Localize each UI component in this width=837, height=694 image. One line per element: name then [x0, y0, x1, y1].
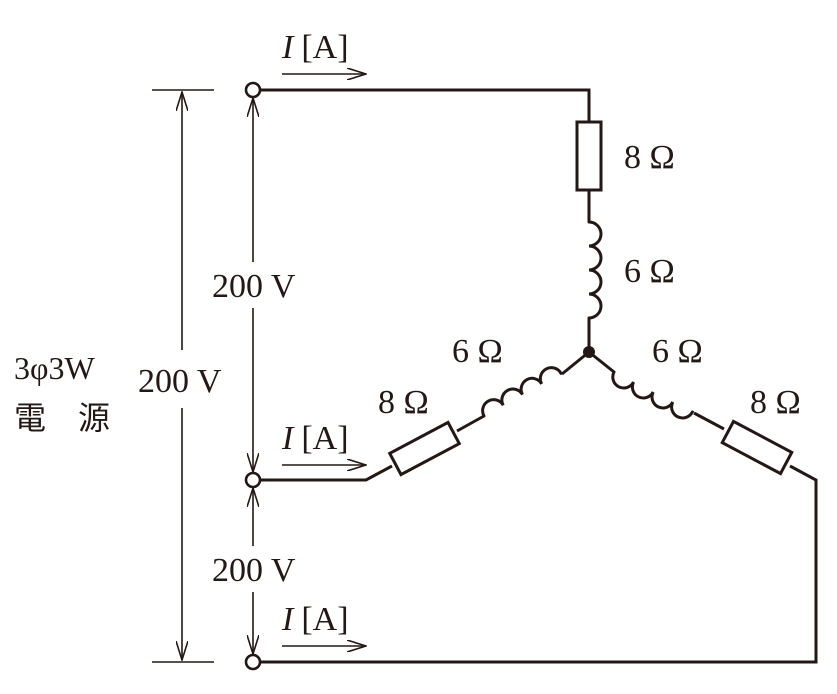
right-resistor [720, 419, 794, 476]
current-symbol-top: I [281, 29, 295, 66]
source-type-label: 3φ3W [14, 350, 95, 386]
source-name-label: 電 源 [14, 400, 110, 436]
current-label-top: I[A] [281, 29, 349, 66]
terminal-top [244, 81, 262, 99]
current-unit-top: [A] [301, 29, 348, 66]
current-symbol-bottom: I [281, 601, 295, 638]
voltage-label-upper: 200 V [212, 268, 296, 305]
current-symbol-middle: I [281, 420, 295, 457]
left-resistor [387, 420, 462, 477]
current-label-middle: I[A] [281, 420, 349, 457]
wire-line-c [260, 464, 818, 664]
right-reactor [611, 370, 694, 420]
wire-line-b [260, 464, 393, 482]
left-reactor-label: 6 Ω [452, 333, 503, 370]
wire-b-mid [456, 414, 485, 433]
neutral-point [583, 346, 595, 358]
left-reactor [481, 366, 563, 418]
top-reactor-label: 6 Ω [624, 253, 675, 290]
wire-c-mid [693, 411, 725, 431]
terminal-bottom [244, 653, 262, 671]
top-resistor-label: 8 Ω [624, 139, 675, 176]
right-resistor-label: 8 Ω [750, 384, 801, 421]
current-label-bottom: I[A] [281, 601, 349, 638]
terminal-middle [244, 471, 262, 489]
top-reactor [587, 220, 603, 320]
right-reactor-label: 6 Ω [652, 333, 703, 370]
top-resistor [575, 120, 603, 192]
source-voltage-label: 200 V [138, 363, 222, 400]
left-resistor-label: 8 Ω [378, 384, 429, 421]
wire-line-a [260, 88, 591, 122]
wiring [260, 88, 818, 664]
voltage-label-lower: 200 V [212, 552, 296, 589]
current-unit-bottom: [A] [301, 601, 348, 638]
current-unit-middle: [A] [301, 420, 348, 457]
